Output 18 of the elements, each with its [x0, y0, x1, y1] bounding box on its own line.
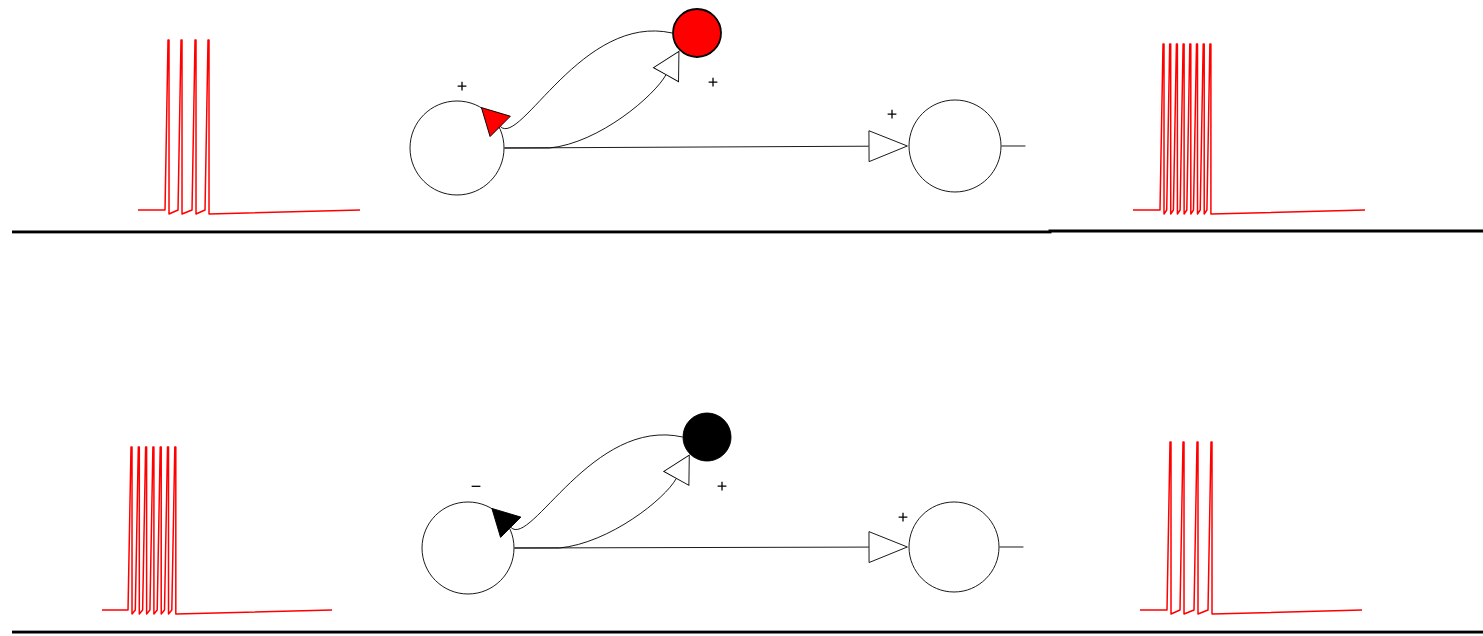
- neuron-circle: [409, 100, 505, 196]
- synapse-connector: [514, 531, 908, 563]
- synapse-connector: [491, 434, 683, 538]
- axon-line: [999, 546, 1024, 548]
- synapse-connector: [504, 130, 908, 163]
- sign-label: +: [896, 511, 910, 525]
- sign-label: +: [455, 80, 469, 94]
- sign-label: −: [469, 484, 483, 494]
- neuron-circle: [421, 501, 515, 595]
- neuron-circle: [908, 99, 1002, 193]
- sign-label: +: [706, 76, 720, 90]
- interneuron-circle: [682, 412, 732, 462]
- sign-label: +: [885, 108, 899, 122]
- sign-label: +: [715, 480, 729, 494]
- neuron-circle: [908, 501, 1000, 593]
- axon-line: [1001, 145, 1026, 147]
- interneuron-circle: [672, 8, 722, 58]
- synapse-connector: [480, 30, 673, 137]
